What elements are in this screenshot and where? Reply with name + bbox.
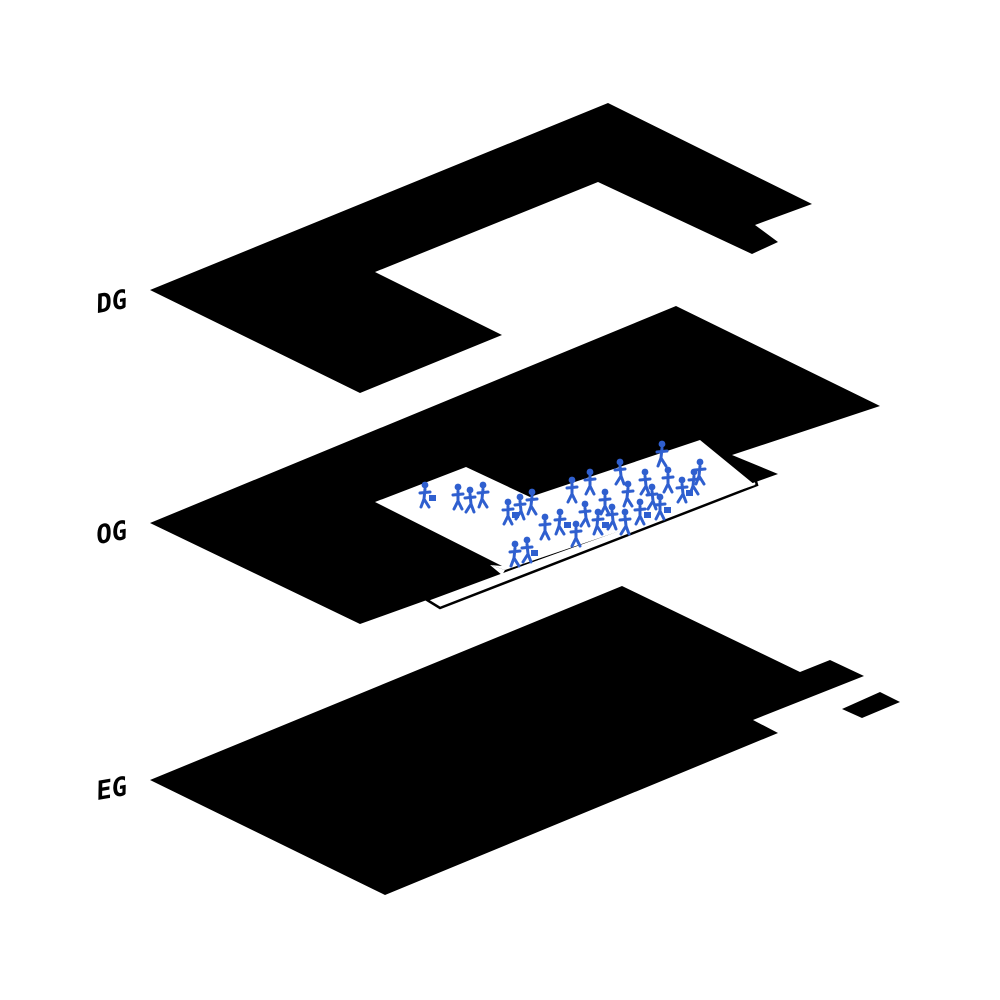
slab-dg: [150, 103, 812, 393]
floor-label-dg: DG: [93, 285, 130, 320]
person-icon: [476, 481, 490, 509]
person-icon: [598, 488, 612, 516]
person-icon: [655, 440, 669, 468]
person-icon: [621, 480, 635, 508]
person-icon: [605, 503, 619, 531]
person-icon: [578, 500, 592, 528]
open-void-og: [375, 440, 755, 570]
person-icon: [633, 498, 651, 526]
person-icon: [693, 458, 707, 486]
person-icon: [553, 508, 571, 536]
floor-label-og: OG: [94, 516, 130, 551]
person-icon: [661, 466, 675, 494]
person-icon: [508, 540, 522, 568]
person-icon: [583, 468, 597, 496]
person-icon: [645, 483, 659, 511]
open-void-og-corner: [490, 565, 505, 575]
person-icon: [451, 483, 465, 511]
person-icon: [565, 476, 579, 504]
slab-eg-annex: [842, 692, 900, 718]
person-icon: [613, 458, 627, 486]
floor-eg: EG: [94, 586, 900, 895]
person-icon: [501, 498, 519, 526]
person-icon: [653, 493, 671, 521]
person-icon: [463, 486, 477, 514]
person-icon: [418, 481, 436, 509]
slab-eg: [150, 586, 864, 895]
floor-label-eg: EG: [94, 772, 130, 807]
person-icon: [525, 488, 539, 516]
floor-og: OG: [94, 306, 880, 624]
person-icon: [520, 536, 538, 564]
slab-og: [150, 306, 880, 624]
person-icon: [638, 468, 652, 496]
person-icon: [618, 508, 632, 536]
person-icon: [538, 513, 552, 541]
person-icon: [513, 493, 527, 521]
person-icon: [569, 520, 583, 548]
floor-dg: DG: [93, 103, 812, 393]
people-group: [418, 440, 707, 568]
